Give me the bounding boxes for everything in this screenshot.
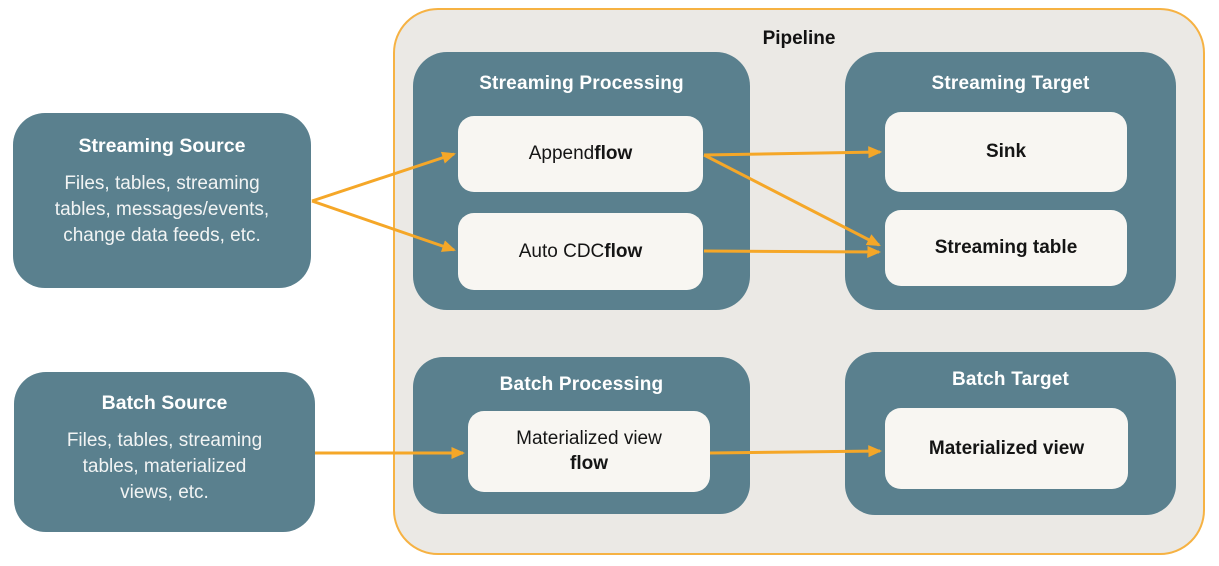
streaming-source-body: Files, tables, streaming tables, message… xyxy=(54,173,270,247)
streaming-target-title: Streaming Target xyxy=(931,73,1090,94)
materialized-view-node: Materialized view xyxy=(885,408,1128,489)
batch-source-body: Files, tables, streaming tables, materia… xyxy=(66,430,263,504)
auto-cdc-flow-label: Auto CDC xyxy=(518,240,605,262)
mv-flow-label: Materialized view xyxy=(516,427,662,449)
materialized-view-label: Materialized view xyxy=(928,437,1085,459)
streaming-table-label: Streaming table xyxy=(934,237,1078,258)
append-flow-node: Append flow xyxy=(458,116,703,192)
sink-node: Sink xyxy=(885,112,1127,192)
streaming-source-title: Streaming Source xyxy=(78,135,246,157)
auto-cdc-flow-label-bold: flow xyxy=(604,240,643,262)
batch-source-title: Batch Source xyxy=(101,392,228,414)
batch-target-title: Batch Target xyxy=(951,369,1070,390)
pipeline-title: Pipeline xyxy=(762,28,836,49)
streaming-source-box: Streaming Source Files, tables, streamin… xyxy=(13,113,311,288)
mv-flow-label-bold: flow xyxy=(570,452,608,474)
auto-cdc-flow-node: Auto CDC flow xyxy=(458,213,703,290)
materialized-view-flow-node: Materialized view flow xyxy=(468,411,710,492)
append-flow-label-bold: flow xyxy=(594,143,633,164)
batch-source-box: Batch Source Files, tables, streaming ta… xyxy=(14,372,315,532)
batch-processing-title: Batch Processing xyxy=(499,374,664,395)
append-flow-label: Append xyxy=(528,143,595,164)
streaming-table-node: Streaming table xyxy=(885,210,1127,286)
streaming-processing-title: Streaming Processing xyxy=(479,73,684,94)
sink-label: Sink xyxy=(985,141,1027,162)
